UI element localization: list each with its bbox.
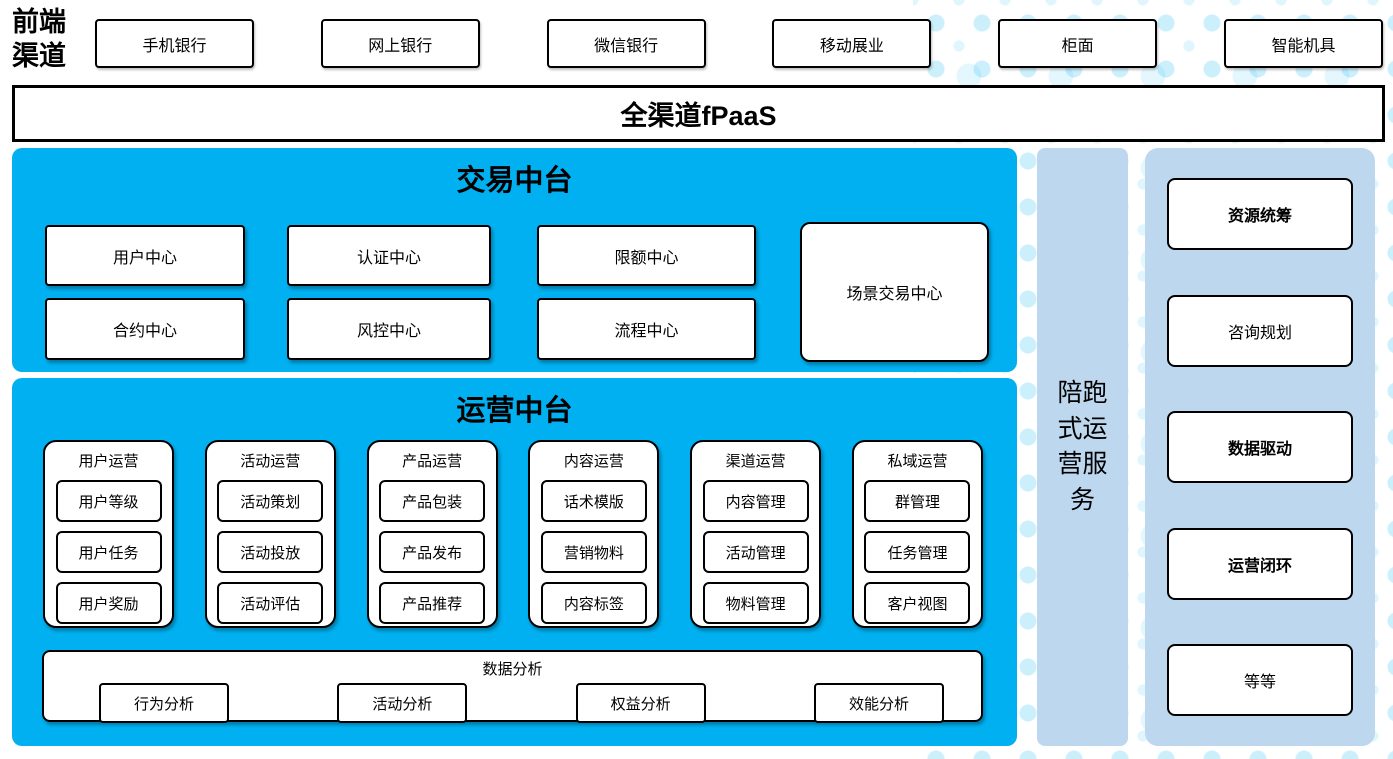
ops-group-title: 私域运营 bbox=[887, 453, 948, 470]
center-box-scene-trade: 场景交易中心 bbox=[800, 222, 989, 362]
trade-platform-panel: 交易中台 用户中心 认证中心 限额中心 合约中心 风控中心 流程中心 场景交易中… bbox=[12, 148, 1017, 372]
ops-item: 用户等级 bbox=[55, 480, 162, 522]
front-channels-label: 前端渠道 bbox=[12, 7, 66, 71]
service-box-etc: 等等 bbox=[1167, 644, 1353, 716]
ops-item: 群管理 bbox=[864, 480, 971, 522]
analysis-box-rights: 权益分析 bbox=[575, 683, 706, 723]
service-box-data-driven: 数据驱动 bbox=[1167, 411, 1353, 483]
ops-group-title: 内容运营 bbox=[563, 453, 624, 470]
ops-item: 话术模版 bbox=[540, 480, 647, 522]
ops-item: 产品推荐 bbox=[379, 582, 486, 624]
ops-groups-row: 用户运营 用户等级 用户任务 用户奖励 活动运营 活动策划 活动投放 活动评估 … bbox=[43, 440, 983, 628]
channel-box-online-banking: 网上银行 bbox=[320, 19, 480, 68]
center-box-risk: 风控中心 bbox=[287, 298, 491, 360]
ops-group-private-domain: 私域运营 群管理 任务管理 客户视图 bbox=[851, 440, 983, 628]
right-service-panel: 资源统筹 咨询规划 数据驱动 运营闭环 等等 bbox=[1145, 148, 1375, 746]
ops-group-title: 产品运营 bbox=[402, 453, 463, 470]
ops-item: 产品发布 bbox=[379, 531, 486, 573]
ops-item: 用户任务 bbox=[55, 531, 162, 573]
ops-item: 活动管理 bbox=[702, 531, 809, 573]
ops-platform-title: 运营中台 bbox=[456, 395, 573, 427]
side-service-bar: 陪跑式运营服务 bbox=[1037, 148, 1128, 746]
service-box-ops-loop: 运营闭环 bbox=[1167, 527, 1353, 600]
ops-item: 物料管理 bbox=[702, 582, 809, 624]
ops-item: 用户奖励 bbox=[55, 582, 162, 624]
ops-item: 活动评估 bbox=[217, 582, 324, 624]
front-channels-row: 手机银行 网上银行 微信银行 移动展业 柜面 智能机具 bbox=[95, 19, 1383, 68]
side-service-label: 陪跑式运营服务 bbox=[1057, 379, 1108, 514]
center-box-auth: 认证中心 bbox=[287, 225, 491, 286]
ops-group-channel: 渠道运营 内容管理 活动管理 物料管理 bbox=[690, 440, 822, 628]
channel-box-counter: 柜面 bbox=[998, 19, 1158, 68]
ops-item: 内容标签 bbox=[540, 582, 647, 624]
ops-group-user: 用户运营 用户等级 用户任务 用户奖励 bbox=[43, 440, 174, 628]
data-analysis-box: 数据分析 行为分析 活动分析 权益分析 效能分析 bbox=[42, 650, 983, 723]
ops-item: 活动策划 bbox=[217, 480, 324, 522]
channel-box-smart-machine: 智能机具 bbox=[1223, 19, 1383, 68]
channel-box-mobile-marketing: 移动展业 bbox=[772, 19, 932, 68]
ops-item: 任务管理 bbox=[864, 531, 971, 573]
ops-item: 活动投放 bbox=[217, 531, 324, 573]
center-box-contract: 合约中心 bbox=[45, 298, 245, 360]
ops-group-content: 内容运营 话术模版 营销物料 内容标签 bbox=[528, 440, 660, 628]
ops-group-title: 用户运营 bbox=[78, 453, 139, 470]
fpaas-label: 全渠道fPaaS bbox=[620, 101, 777, 131]
channel-box-mobile-banking: 手机银行 bbox=[95, 19, 254, 68]
ops-group-activity: 活动运营 活动策划 活动投放 活动评估 bbox=[204, 440, 336, 628]
ops-platform-panel: 运营中台 用户运营 用户等级 用户任务 用户奖励 活动运营 活动策划 活动投放 … bbox=[12, 378, 1017, 746]
analysis-box-efficiency: 效能分析 bbox=[813, 683, 944, 723]
analysis-box-activity: 活动分析 bbox=[337, 683, 468, 723]
service-box-resource: 资源统筹 bbox=[1167, 178, 1353, 250]
channel-box-wechat-banking: 微信银行 bbox=[546, 19, 706, 68]
center-box-user: 用户中心 bbox=[45, 225, 245, 286]
ops-group-product: 产品运营 产品包装 产品发布 产品推荐 bbox=[366, 440, 498, 628]
analysis-box-behavior: 行为分析 bbox=[99, 683, 229, 723]
data-analysis-title: 数据分析 bbox=[482, 661, 543, 678]
data-analysis-row: 行为分析 活动分析 权益分析 效能分析 bbox=[99, 683, 944, 723]
ops-group-title: 活动运营 bbox=[240, 453, 301, 470]
ops-item: 产品包装 bbox=[379, 480, 486, 522]
fpaas-bar: 全渠道fPaaS bbox=[12, 85, 1385, 142]
center-box-limit: 限额中心 bbox=[537, 225, 756, 286]
ops-group-title: 渠道运营 bbox=[725, 453, 786, 470]
service-box-consulting: 咨询规划 bbox=[1167, 294, 1353, 367]
trade-platform-title: 交易中台 bbox=[456, 165, 573, 197]
ops-item: 内容管理 bbox=[702, 480, 809, 522]
ops-item: 客户视图 bbox=[864, 582, 971, 624]
ops-item: 营销物料 bbox=[540, 531, 647, 573]
center-box-process: 流程中心 bbox=[537, 298, 756, 360]
